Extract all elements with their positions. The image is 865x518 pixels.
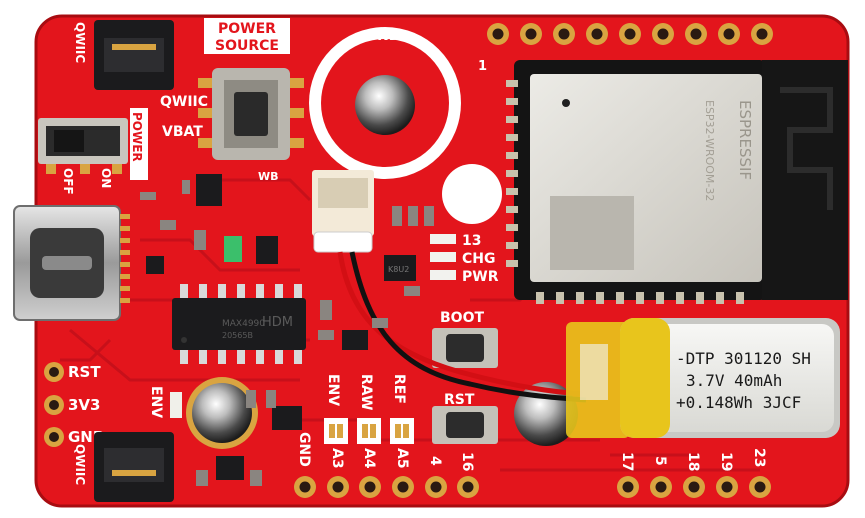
module-brand: ESPRESSIF [736,100,754,180]
label-gnd-top: GND [366,28,401,44]
power-source-switch[interactable] [198,68,304,160]
passive-components [140,180,434,486]
battery-wire-black [349,251,587,403]
power-switch[interactable] [38,118,128,174]
label-on: ON [99,168,113,188]
boot-button[interactable] [432,328,498,368]
qwiic-connector-bottom[interactable] [94,432,174,502]
label-power-source-2: SOURCE [215,38,279,54]
label-boot: BOOT [440,310,484,326]
mounting-hole [442,164,502,224]
pin-label-5: 5 [652,456,668,466]
small-chip-3 [146,256,164,274]
label-wb: WB [258,170,279,183]
bottom-mount-screw [192,383,252,443]
esp32-module [514,60,848,300]
pin-label-18: 18 [685,452,701,471]
label-switch-vbat: VBAT [162,124,203,140]
label-power: POWER [130,112,144,162]
battery-label-3: +0.148Wh 3JCF [676,393,801,412]
pin-label-17: 17 [619,452,635,471]
solder-jumpers[interactable] [324,418,414,444]
env-led [170,392,182,418]
label-rst-button: RST [444,392,475,408]
small-chip-k8u2 [384,255,416,281]
bottom-header-holes [294,476,771,498]
small-chip-5 [216,456,244,480]
label-led-pwr: PWR [462,269,499,285]
usb-c-pins [120,214,130,303]
label-off: OFF [61,168,75,195]
power-source-label-box [204,18,290,54]
label-qwiic-bottom: QWIIC [73,444,87,485]
battery-label-2: 3.7V 40mAh [686,371,782,390]
small-chip-4 [272,406,302,430]
small-chip-1 [196,174,222,206]
ic-text-2: MAX4990 [222,319,265,329]
label-env-jumper: ENV [325,374,341,406]
battery-jst-connector[interactable] [312,170,374,253]
left-header-holes [44,362,64,447]
label-qwiic-top: QWIIC [73,22,87,63]
pin-label-a4: A4 [361,448,377,469]
label-rst: RST [68,363,101,381]
label-ref-jumper: REF [391,374,407,404]
qwiic-connector-top[interactable] [94,20,174,90]
label-led-13: 13 [462,233,481,249]
bottom-pin-labels: GND A3 A4 A5 4 16 17 5 18 19 23 [296,432,767,471]
label-raw-jumper: RAW [358,374,374,410]
battery-wire-red [337,251,583,397]
battery-label-1: -DTP 301120 SH [676,349,811,368]
top-header-holes [487,23,773,45]
main-ic-pins [180,284,302,364]
power-label-box [130,108,148,180]
status-leds [430,234,456,280]
chip-k8u2-text: K8U2 [388,265,409,274]
ic-text-3: 20565B [222,331,253,340]
main-ic [172,298,306,350]
usb-c-connector[interactable] [13,205,121,321]
label-pin1: 1 [478,59,487,74]
small-chip-6 [342,330,368,350]
pin-label-23: 23 [751,448,767,467]
reset-button[interactable] [432,406,498,444]
esp32-castellations [506,80,744,304]
pin-label-4: 4 [427,456,443,466]
label-power-source-1: POWER [218,21,276,37]
pin-label-19: 19 [718,452,734,471]
lipo-battery [566,318,840,438]
green-led [224,236,242,262]
label-led-chg: CHG [462,251,495,267]
pin-label-gnd: GND [296,432,312,467]
label-3v3: 3V3 [68,396,100,414]
pin-label-16: 16 [459,452,475,471]
label-switch-qwiic: QWIIC [160,94,208,110]
ic-text-1: HDM [262,315,293,330]
gnd-mount-screw [355,75,415,135]
pin-label-a5: A5 [394,448,410,469]
label-env-led: ENV [148,386,164,418]
module-model: ESP32-WROOM-32 [703,100,716,201]
pin-label-a3: A3 [329,448,345,469]
small-chip-2 [256,236,278,264]
